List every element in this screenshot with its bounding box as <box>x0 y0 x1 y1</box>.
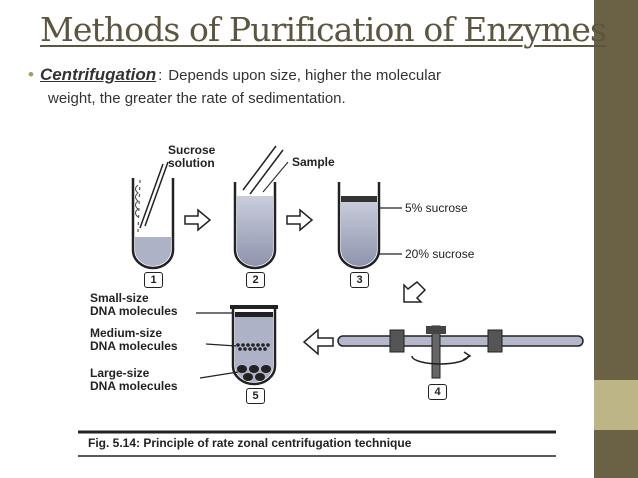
step-3-badge: 3 <box>350 272 369 288</box>
step-2-badge: 2 <box>246 272 265 288</box>
description-line-2: weight, the greater the rate of sediment… <box>48 90 346 107</box>
step-5-badge: 5 <box>246 388 265 404</box>
label-20-percent-sucrose: 20% sucrose <box>405 247 475 261</box>
sidebar-accent <box>594 380 638 430</box>
description-line-1: Depends upon size, higher the molecular <box>168 67 441 84</box>
tube-5 <box>196 305 278 386</box>
slide-title: Methods of Purification of Enzymes <box>40 10 607 49</box>
tube-3 <box>337 182 402 270</box>
step-4-badge: 4 <box>428 384 447 400</box>
arrow-right-1 <box>184 208 212 232</box>
term-centrifugation: Centrifugation <box>39 65 157 84</box>
tube-2 <box>233 145 289 270</box>
centrifuge-rotor <box>337 325 584 379</box>
term-colon: : <box>158 67 163 84</box>
arrow-left <box>302 328 334 356</box>
label-sample: Sample <box>292 155 335 169</box>
diagram-drawing <box>78 145 584 457</box>
bullet-line-1: • Centrifugation: Depends upon size, highe… <box>28 64 578 87</box>
tube-1 <box>131 161 175 270</box>
label-5-percent-sucrose: 5% sucrose <box>405 201 468 215</box>
arrow-right-2 <box>286 208 314 232</box>
bullet-icon: • <box>28 65 34 84</box>
arrow-diagonal <box>403 281 427 303</box>
figure-caption: Fig. 5.14: Principle of rate zonal centr… <box>88 436 412 450</box>
step-1-badge: 1 <box>144 272 163 288</box>
